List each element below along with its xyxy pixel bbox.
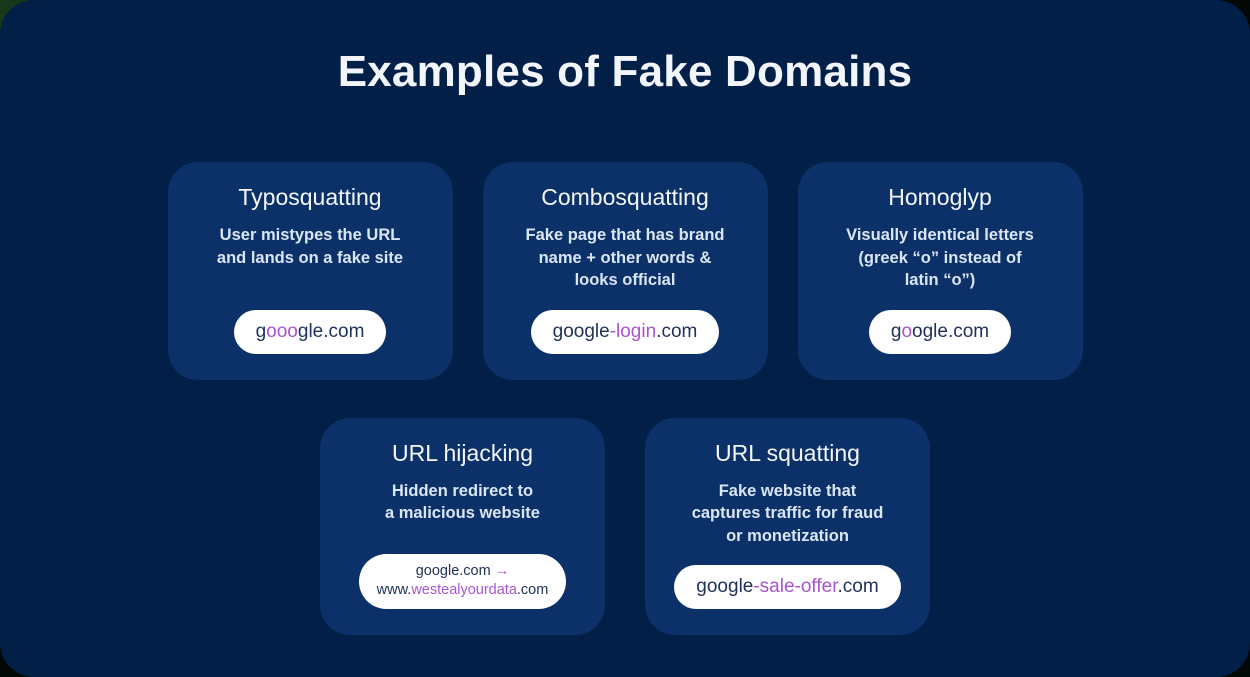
domain-prefix: www. <box>376 582 412 599</box>
card-typosquatting[interactable]: Typosquatting User mistypes the URL and … <box>167 162 453 380</box>
domain-suffix: .com <box>837 576 879 598</box>
domain-example-pill[interactable]: google-login.com <box>530 309 720 354</box>
card-homoglyp[interactable]: Homoglyp Visually identical letters (gre… <box>797 162 1083 380</box>
card-combosquatting[interactable]: Combosquatting Fake page that has brand … <box>482 162 768 380</box>
domain-origin: google.com <box>415 562 491 579</box>
domain-prefix: g <box>890 320 902 342</box>
cards-row-top: Typosquatting User mistypes the URL and … <box>0 162 1250 380</box>
domain-example-pill[interactable]: google.com → www.westealyourdata.com <box>358 553 567 609</box>
domain-prefix: google <box>552 320 610 342</box>
arrow-right-icon: → <box>494 562 510 579</box>
domain-highlight: -sale-offer <box>753 576 838 598</box>
card-title: Homoglyp <box>888 184 992 210</box>
domain-suffix: ogle.com <box>912 320 990 342</box>
domain-example-pill[interactable]: gooogle.com <box>233 309 387 354</box>
card-description: Fake website that captures traffic for f… <box>691 481 884 545</box>
card-title: URL hijacking <box>391 439 534 466</box>
domain-highlight: westealyourdata <box>411 582 517 599</box>
domain-prefix: google <box>696 576 754 598</box>
card-description: Visually identical letters (greek “o” in… <box>846 226 1034 290</box>
domain-prefix: g <box>255 320 267 342</box>
card-url-squatting[interactable]: URL squatting Fake website that captures… <box>645 417 930 635</box>
card-title: URL squatting <box>715 439 860 466</box>
domain-highlight: ooo <box>266 320 298 342</box>
card-title: Combosquatting <box>541 184 709 210</box>
cards-container: Typosquatting User mistypes the URL and … <box>0 162 1250 635</box>
domain-suffix: gle.com <box>297 320 365 342</box>
page-title: Examples of Fake Domains <box>337 47 913 96</box>
card-description: Hidden redirect to a malicious website <box>385 481 540 523</box>
domain-example-pill[interactable]: google.com <box>868 309 1012 354</box>
card-description: User mistypes the URL and lands on a fak… <box>216 226 404 267</box>
cards-row-bottom: URL hijacking Hidden redirect to a malic… <box>0 417 1250 635</box>
domain-suffix: .com <box>656 320 698 342</box>
domain-example-pill[interactable]: google-sale-offer.com <box>674 565 901 609</box>
domain-highlight: o <box>901 320 913 342</box>
card-title: Typosquatting <box>238 184 382 210</box>
domain-suffix: .com <box>516 582 549 599</box>
domain-highlight: -login <box>609 320 657 342</box>
card-url-hijacking[interactable]: URL hijacking Hidden redirect to a malic… <box>320 417 605 635</box>
card-description: Fake page that has brand name + other wo… <box>525 226 725 290</box>
